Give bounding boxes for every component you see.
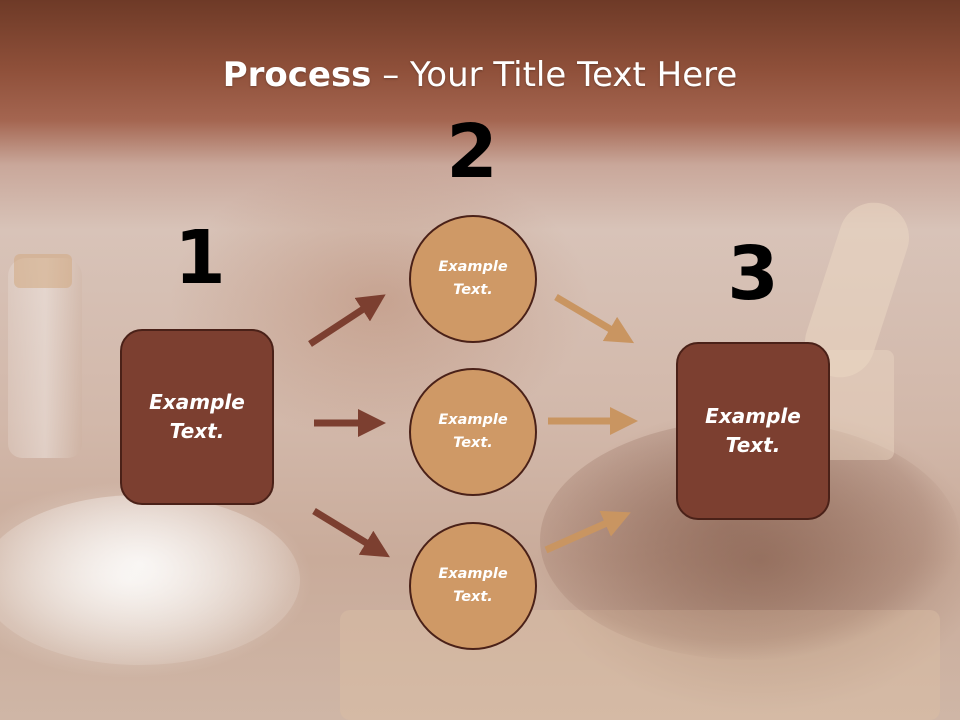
background-oil-jar: [8, 258, 82, 458]
process-circle-bottom-label: Example Text.: [438, 566, 508, 605]
process-circle-bottom[interactable]: Example Text.: [409, 522, 537, 650]
arrow-top-to-step-3: [554, 293, 635, 344]
arrow-bottom-to-step-3: [544, 510, 631, 554]
slide-title: Process – Your Title Text Here: [0, 52, 960, 98]
process-circle-top-label: Example Text.: [438, 259, 508, 298]
arrow-to-top-circle: [308, 294, 386, 347]
step-number-3: 3: [727, 231, 779, 317]
step-number-2: 2: [446, 109, 498, 195]
title-bold-word: Process: [222, 55, 372, 95]
step-box-1-label: Example Text.: [149, 390, 245, 443]
step-box-3-label: Example Text.: [705, 404, 801, 457]
process-circle-middle[interactable]: Example Text.: [409, 368, 537, 496]
title-rest: – Your Title Text Here: [371, 55, 738, 95]
process-circle-top[interactable]: Example Text.: [409, 215, 537, 343]
step-box-3[interactable]: Example Text.: [676, 342, 830, 520]
step-box-1[interactable]: Example Text.: [120, 329, 274, 505]
background-mortar: [822, 350, 894, 460]
process-circle-middle-label: Example Text.: [438, 412, 508, 451]
arrow-to-bottom-circle: [312, 508, 390, 558]
background-flour: [0, 495, 300, 665]
background-jar-cork: [14, 254, 72, 288]
step-number-1: 1: [174, 215, 226, 301]
